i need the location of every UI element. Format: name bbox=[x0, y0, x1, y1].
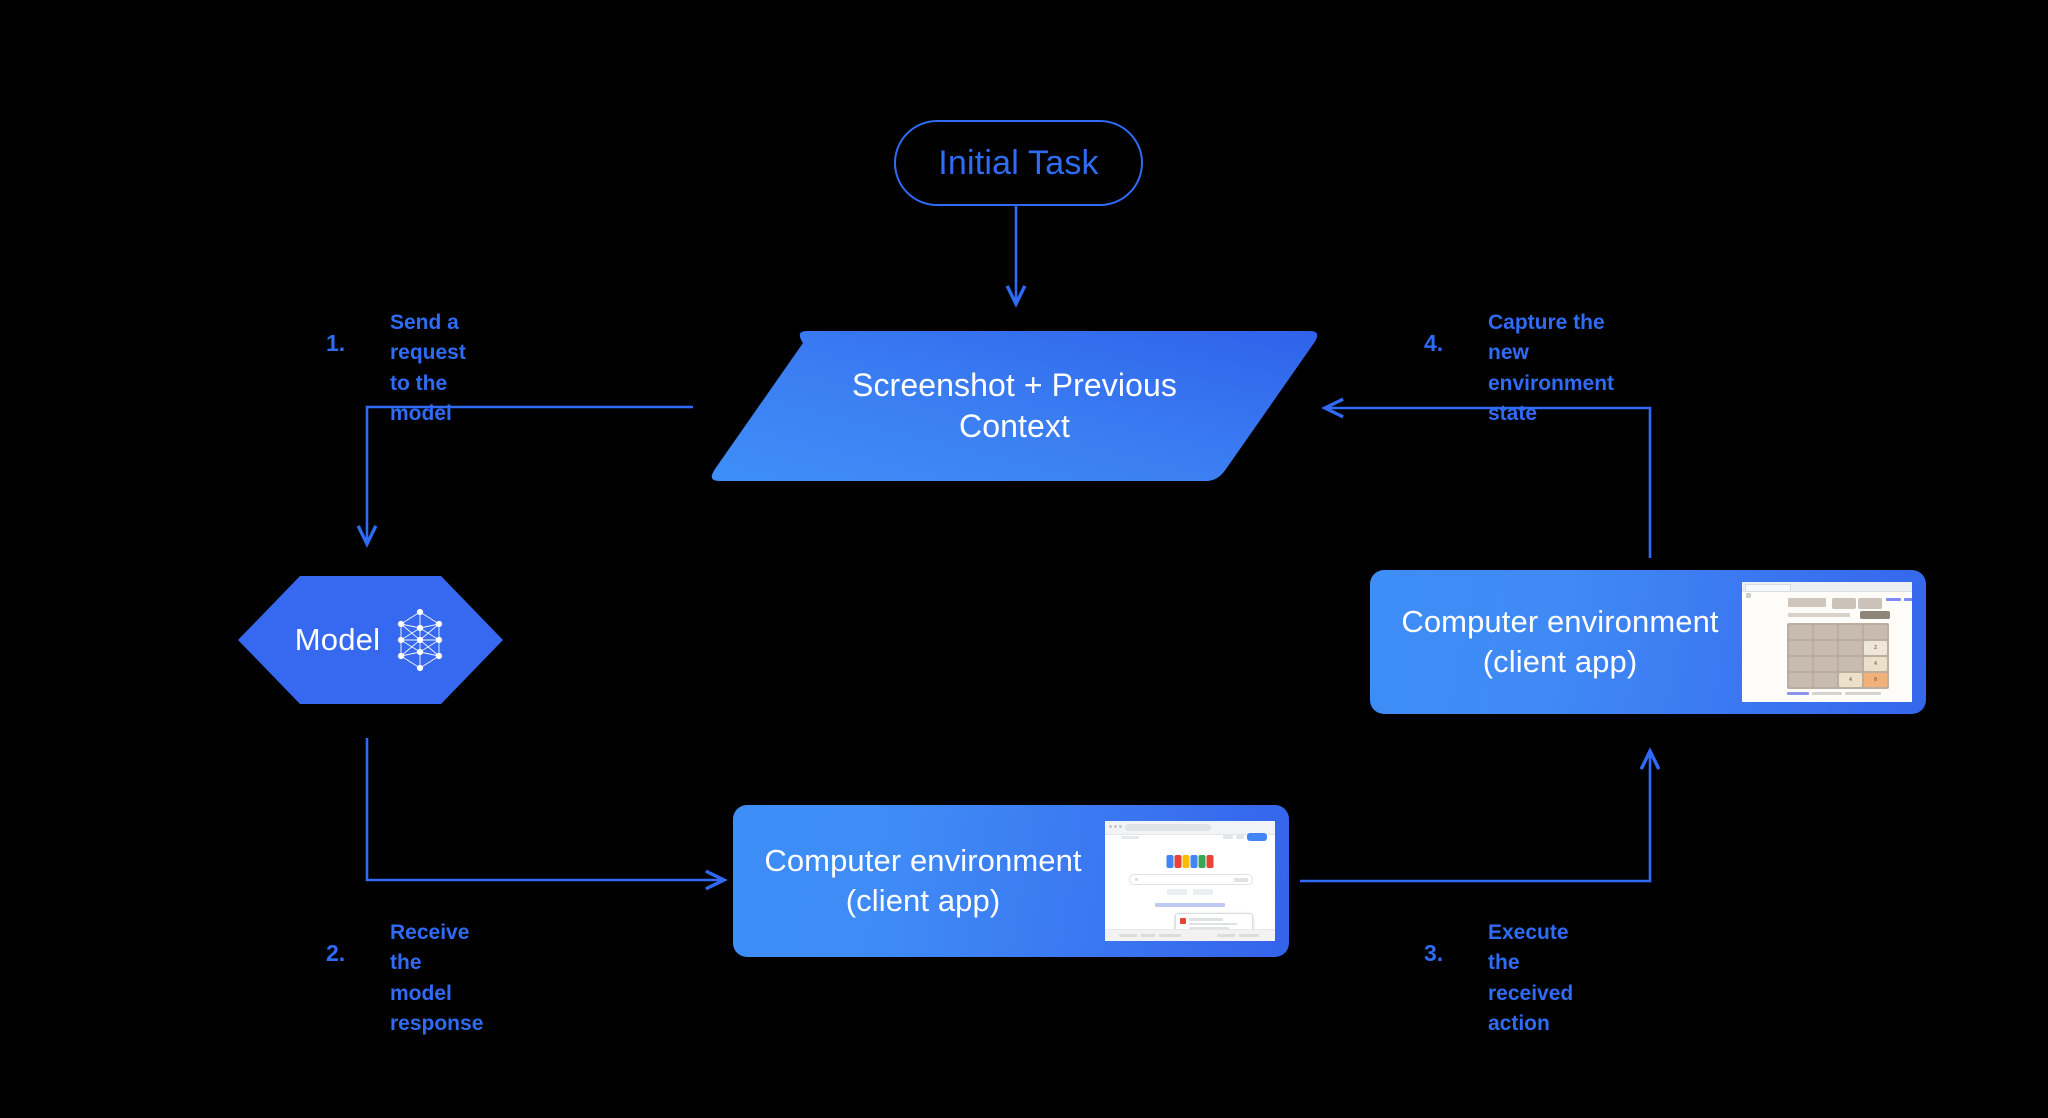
env-top-line2: (client app) bbox=[1482, 644, 1638, 679]
step-2-number: 2. bbox=[326, 940, 346, 966]
promo-text bbox=[1155, 903, 1225, 907]
computer-environment-card-top: Computer environment (client app) 2 4 bbox=[1370, 570, 1926, 714]
bookmark-bar bbox=[1121, 836, 1139, 839]
instructions-text bbox=[1788, 613, 1850, 617]
model-node: Model bbox=[238, 576, 503, 704]
env-bottom-line2: (client app) bbox=[845, 883, 1001, 918]
best-score-box bbox=[1858, 598, 1882, 609]
page-footer bbox=[1105, 929, 1275, 941]
address-bar bbox=[1125, 823, 1211, 831]
neural-network-icon bbox=[398, 608, 443, 672]
parallelogram-shape bbox=[711, 331, 1318, 481]
images-link bbox=[1236, 835, 1244, 839]
step-3-number: 3. bbox=[1424, 940, 1444, 966]
step-4-number: 4. bbox=[1424, 330, 1444, 356]
context-node-line2: Context bbox=[959, 408, 1070, 444]
step-2-text: Receive the model response bbox=[390, 921, 484, 1036]
browser-titlebar bbox=[1742, 582, 1912, 592]
google-logo-icon bbox=[1166, 855, 1214, 868]
google-search-input bbox=[1129, 874, 1253, 885]
env-bottom-line1: Computer environment bbox=[764, 842, 1082, 878]
hexagon-shape bbox=[238, 576, 503, 704]
gmail-link bbox=[1223, 835, 1233, 839]
nav-link-2 bbox=[1904, 598, 1912, 601]
search-buttons bbox=[1167, 889, 1213, 895]
initial-task-node: Initial Task bbox=[894, 120, 1143, 206]
nav-link-1 bbox=[1886, 598, 1901, 601]
browser-tab bbox=[1745, 583, 1791, 592]
page-icon bbox=[1746, 593, 1751, 598]
step-1-text: Send a request to the model bbox=[390, 311, 466, 426]
site-title-2048 bbox=[1788, 598, 1826, 607]
new-game-button bbox=[1860, 611, 1890, 619]
context-node-line1: Screenshot + Previous bbox=[852, 367, 1177, 404]
step-4-text: Capture the new environment state bbox=[1488, 311, 1615, 426]
screenshot-context-node: Screenshot + Previous Context bbox=[707, 331, 1322, 481]
reload-icon bbox=[1119, 825, 1122, 828]
step-1-number: 1. bbox=[326, 330, 346, 356]
forward-icon bbox=[1114, 825, 1117, 828]
env-top-line1: Computer environment bbox=[1401, 603, 1719, 639]
dialog-icon bbox=[1180, 918, 1186, 924]
thumbnail-google-search bbox=[1105, 821, 1275, 941]
computer-environment-card-bottom: Computer environment (client app) bbox=[733, 805, 1289, 957]
score-box bbox=[1832, 598, 1856, 609]
initial-task-label: Initial Task bbox=[938, 143, 1099, 182]
model-node-label: Model bbox=[294, 622, 381, 657]
sign-in-button bbox=[1247, 833, 1267, 841]
step-3-text: Execute the received action bbox=[1488, 921, 1574, 1036]
back-icon bbox=[1109, 825, 1112, 828]
